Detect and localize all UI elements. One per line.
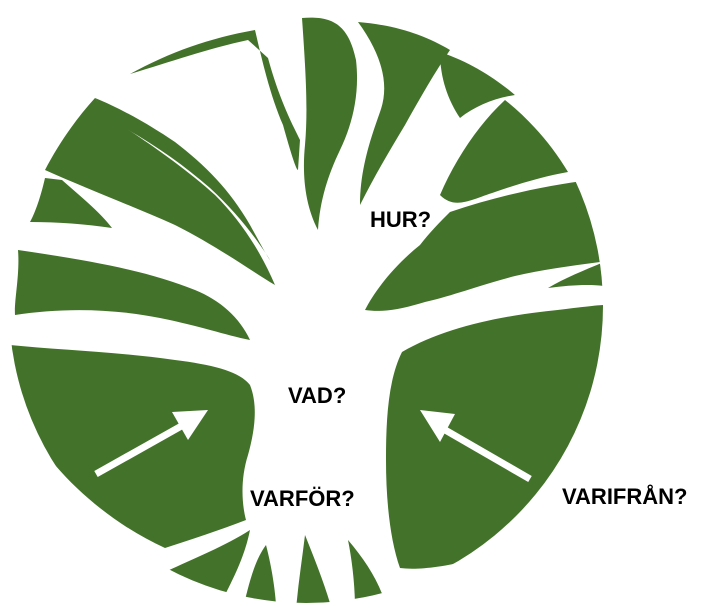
label-varfor: VARFÖR? — [250, 488, 355, 510]
root-3 — [296, 535, 332, 610]
branch-right-middle — [365, 180, 600, 311]
label-vad: VAD? — [288, 385, 346, 407]
branch-top-right-1 — [358, 22, 450, 205]
lower-left-mass — [10, 345, 255, 548]
branch-left-middle — [15, 250, 250, 340]
label-hur: HUR? — [370, 209, 431, 231]
lower-right-mass — [386, 305, 604, 569]
branch-top-center — [302, 18, 357, 230]
branch-left-big — [45, 98, 275, 285]
tree-logo — [10, 18, 604, 610]
root-4 — [348, 540, 385, 608]
label-varifran: VARIFRÅN? — [562, 486, 687, 508]
root-2 — [245, 545, 276, 605]
